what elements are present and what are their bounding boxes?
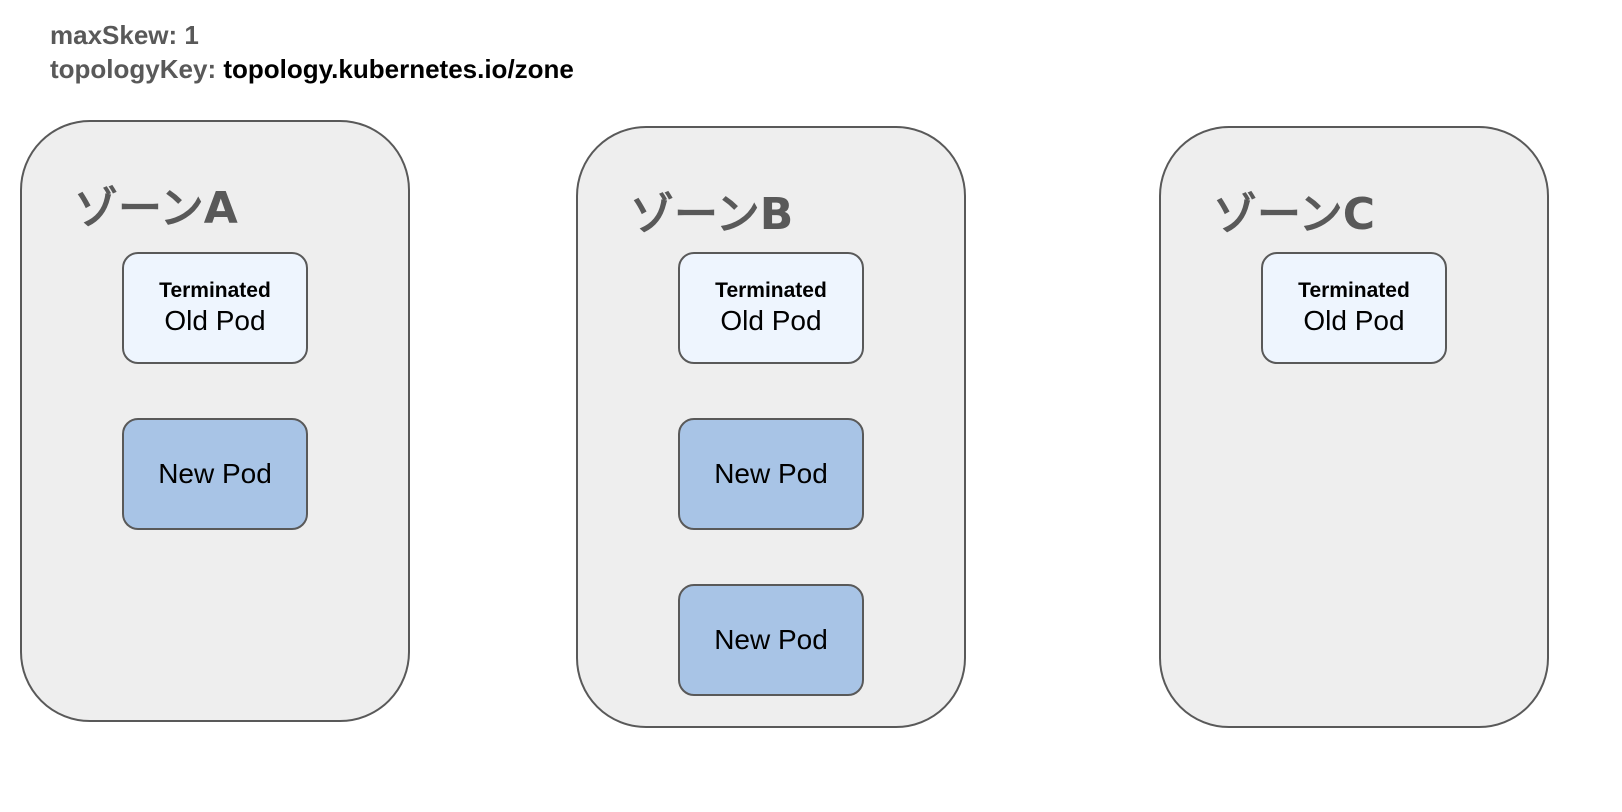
new-pod: New Pod [678,584,864,696]
max-skew-line: maxSkew: 1 [50,18,574,52]
topology-key-value: topology.kubernetes.io/zone [223,54,574,84]
constraint-header: maxSkew: 1 topologyKey: topology.kuberne… [50,18,574,86]
pod-name: Old Pod [720,305,822,336]
zone-c: ゾーンC Terminated Old Pod [1159,126,1549,728]
pod-name: New Pod [714,624,828,655]
pod-name: Old Pod [164,305,266,336]
new-pod: New Pod [678,418,864,530]
zone-title: ゾーンA [74,183,238,234]
pod-name: New Pod [158,458,272,489]
old-pod: Terminated Old Pod [122,252,308,364]
pod-name: New Pod [714,458,828,489]
zone-a: ゾーンA Terminated Old Pod New Pod [20,120,410,722]
max-skew-label: maxSkew: [50,20,178,50]
max-skew-value: 1 [184,20,199,50]
new-pod: New Pod [122,418,308,530]
pod-status: Terminated [159,279,271,302]
zone-title: ゾーンC [1213,189,1376,240]
zone-b: ゾーンB Terminated Old Pod New Pod New Pod [576,126,966,728]
zone-title: ゾーンB [630,189,794,240]
pod-status: Terminated [1298,279,1410,302]
old-pod: Terminated Old Pod [1261,252,1447,364]
topology-key-line: topologyKey: topology.kubernetes.io/zone [50,52,574,86]
pod-status: Terminated [715,279,827,302]
pod-name: Old Pod [1303,305,1405,336]
old-pod: Terminated Old Pod [678,252,864,364]
topology-key-label: topologyKey: [50,54,217,84]
